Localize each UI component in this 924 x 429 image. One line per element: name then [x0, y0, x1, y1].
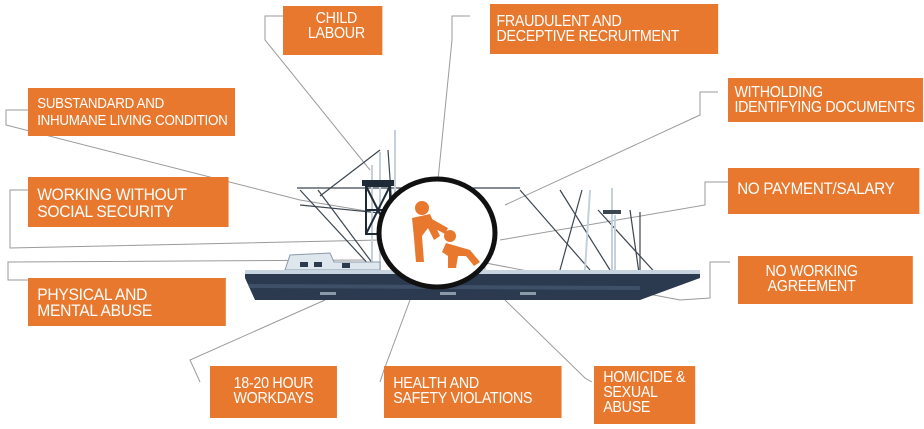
label-child-labour-line2: LABOUR: [307, 25, 365, 42]
label-physical-line1: PHYSICAL AND: [37, 285, 148, 304]
label-fraudulent-recruitment: FRAUDULENT AND DECEPTIVE RECRUITMENT: [490, 4, 719, 54]
label-workdays-line1: 18-20 HOUR: [233, 375, 314, 392]
leader-homicide: [504, 299, 593, 383]
label-child-labour: CHILD LABOUR: [283, 6, 383, 55]
label-child-labour-line1: CHILD: [315, 10, 358, 27]
label-workdays-line2: WORKDAYS: [233, 390, 314, 407]
label-homicide-line2: SEXUAL: [603, 384, 658, 401]
leader-workdays: [189, 299, 326, 383]
leader-social-security: [9, 189, 381, 249]
label-no-payment-line1: NO PAYMENT/SALARY: [737, 180, 895, 198]
label-withholding-line2: IDENTIFYING DOCUMENTS: [734, 99, 915, 116]
leader-no-payment: [499, 181, 728, 241]
label-substandard-line2: INHUMANE LIVING CONDITION: [37, 113, 228, 129]
label-social-security-line1: WORKING WITHOUT: [37, 185, 187, 204]
label-fraudulent-line2: DECEPTIVE RECRUITMENT: [496, 28, 680, 45]
label-substandard-living: SUBSTANDARD AND INHUMANE LIVING CONDITIO…: [28, 88, 235, 136]
leader-withholding: [504, 91, 718, 206]
label-agreement-line1: NO WORKING: [765, 263, 858, 280]
child-labour-figures-icon: [376, 176, 498, 290]
leader-lines: [5, 15, 730, 383]
label-health-line2: SAFETY VIOLATIONS: [393, 390, 533, 407]
label-withholding-line1: WITHOLDING: [734, 84, 823, 101]
label-fraudulent-line1: FRAUDULENT AND: [496, 13, 622, 30]
leader-substandard: [5, 109, 391, 216]
label-health-safety: HEALTH AND SAFETY VIOLATIONS: [384, 366, 562, 418]
label-homicide-line1: HOMICIDE &: [603, 369, 686, 386]
label-physical-mental-abuse: PHYSICAL AND MENTAL ABUSE: [28, 278, 226, 326]
label-long-workdays: 18-20 HOUR WORKDAYS: [210, 366, 337, 418]
leader-physical-abuse: [7, 259, 366, 281]
fishing-trawler-icon: [245, 130, 700, 300]
label-no-working-agreement: NO WORKING AGREEMENT: [738, 256, 913, 304]
label-no-payment: NO PAYMENT/SALARY: [728, 168, 920, 214]
label-social-security-line2: SOCIAL SECURITY: [37, 202, 174, 221]
leader-fraudulent: [436, 15, 470, 191]
leader-child-labour: [264, 15, 371, 171]
label-agreement-line2: AGREEMENT: [767, 278, 856, 295]
label-substandard-line1: SUBSTANDARD AND: [37, 96, 165, 112]
label-withholding-documents: WITHOLDING IDENTIFYING DOCUMENTS: [728, 78, 924, 122]
label-homicide-abuse: HOMICIDE & SEXUAL ABUSE: [594, 366, 696, 424]
label-no-social-security: WORKING WITHOUT SOCIAL SECURITY: [28, 177, 229, 227]
label-health-line1: HEALTH AND: [393, 375, 479, 392]
label-homicide-line3: ABUSE: [603, 399, 651, 416]
label-physical-line2: MENTAL ABUSE: [37, 301, 153, 320]
